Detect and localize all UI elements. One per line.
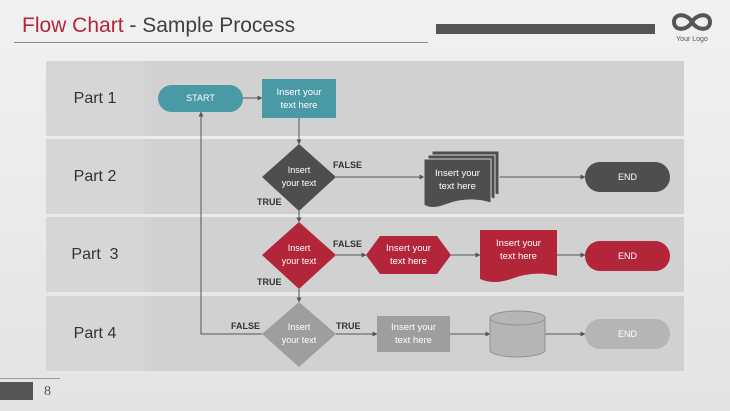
database-cylinder bbox=[489, 310, 546, 358]
process-box bbox=[377, 316, 450, 352]
process-box bbox=[262, 79, 336, 118]
end-label: END bbox=[617, 171, 637, 182]
end-terminator bbox=[585, 162, 670, 192]
row-part-2: Part 2 bbox=[46, 139, 684, 214]
start-terminator bbox=[158, 85, 243, 112]
decision-diamond bbox=[262, 302, 336, 367]
page-number: 8 bbox=[44, 384, 51, 399]
process-label: Insert your text here bbox=[276, 86, 322, 111]
preparation-hexagon bbox=[366, 236, 451, 274]
end-terminator bbox=[585, 241, 670, 271]
end-terminator bbox=[585, 319, 670, 349]
start-label: START bbox=[186, 93, 215, 103]
document-label: Insert your text here bbox=[496, 238, 541, 262]
false-label: FALSE bbox=[333, 160, 363, 170]
decision-label: Insert your text bbox=[281, 243, 317, 266]
decision-label: Insert your text bbox=[281, 322, 317, 345]
process-label: Insert your text here bbox=[391, 322, 436, 346]
true-label: TRUE bbox=[257, 197, 282, 207]
true-label: TRUE bbox=[336, 321, 361, 331]
footer-box bbox=[0, 382, 33, 400]
row-label: Part 4 bbox=[46, 296, 144, 371]
false-label: FALSE bbox=[231, 321, 261, 331]
documents-label: Insert your text here bbox=[435, 168, 480, 192]
row-label: Part 2 bbox=[46, 139, 144, 214]
decision-diamond bbox=[262, 222, 336, 289]
row-label: Part 1 bbox=[46, 61, 144, 136]
decision-diamond bbox=[262, 144, 336, 211]
decision-label: Insert your text bbox=[281, 165, 317, 188]
document-shape bbox=[480, 230, 557, 282]
slide-title: Flow Chart - Sample Process bbox=[22, 14, 295, 38]
loop-back-connector bbox=[198, 111, 262, 335]
infinity-icon bbox=[671, 13, 713, 31]
footer-line bbox=[0, 378, 60, 379]
title-main: Flow Chart bbox=[22, 14, 124, 37]
end-label: END bbox=[617, 328, 637, 339]
row-label: Part 3 bbox=[46, 217, 144, 292]
title-underline bbox=[14, 42, 428, 43]
true-label: TRUE bbox=[257, 277, 282, 287]
false-label: FALSE bbox=[333, 239, 363, 249]
header-bar bbox=[436, 24, 655, 34]
title-rest: - Sample Process bbox=[123, 14, 296, 37]
end-label: END bbox=[617, 250, 637, 261]
preparation-label: Insert your text here bbox=[386, 243, 431, 267]
logo-text: Your Logo bbox=[676, 36, 708, 43]
documents-shape bbox=[423, 158, 492, 208]
